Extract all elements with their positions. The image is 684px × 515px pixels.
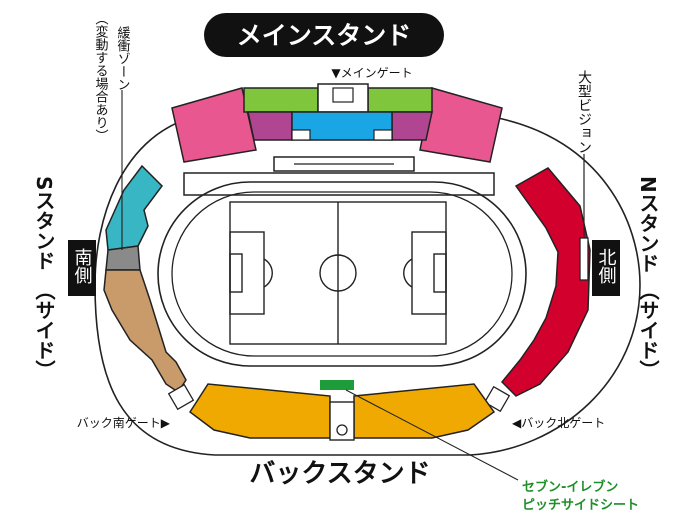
pitch-side-seat-marker [320,380,354,390]
track-top-box [183,172,495,196]
back-stand-orange [188,383,331,439]
main-gate-label: ▼メインゲート [331,66,412,80]
n-stand-label: Nスタンド [636,176,660,273]
big-screen-label: 大型ビジョン [576,70,592,154]
n-stand-red [500,167,591,397]
main-stand-purple-right [391,111,433,141]
main-stand-pink-left [171,87,257,163]
north-corner-gate [483,385,511,413]
pitch-side-seat-label-2: ピッチサイドシート [522,498,639,513]
south-badge-label: 南側 [72,248,93,284]
track-inner-oval [171,191,513,357]
main-stand-green-right [367,87,433,113]
track-outer-oval [157,181,527,367]
soccer-pitch [229,201,447,345]
back-center-gate [329,401,355,441]
north-badge [592,240,620,296]
buffer-zone-note: （変動する場合あり） [93,12,109,142]
main-stand-blue-notch-left [291,129,311,141]
n-stand-sub-label: （サイド） [636,280,660,380]
back-stand-title: バックスタンド [249,459,430,489]
back-north-gate-label: ◀バック北ゲート [512,416,605,430]
main-gate-door [332,87,354,103]
back-south-gate-label: バック南ゲート▶ [77,415,171,430]
buffer-zone-label: 緩衝ゾーン [115,26,131,91]
buffer-zone-gray [105,245,141,271]
pitch-side-seat-label-1: セブン-イレブン [522,479,618,495]
back-stand-orange-right [353,383,496,439]
big-screen [579,237,589,281]
south-badge [68,240,96,296]
main-stand-title-pill [204,13,444,57]
north-badge-label: 北側 [596,248,617,284]
main-stand-title: メインスタンド [237,21,412,50]
south-corner-gate [167,383,195,411]
main-stand-purple-left [247,111,293,141]
s-stand-label: Sスタンド [32,176,56,270]
main-stand-green-left [243,87,319,113]
main-stand-blue-notch-right [373,129,393,141]
stadium-outer-outline [94,117,641,456]
s-stand-teal [105,164,163,251]
s-stand-sub-label: （サイド） [32,280,56,380]
